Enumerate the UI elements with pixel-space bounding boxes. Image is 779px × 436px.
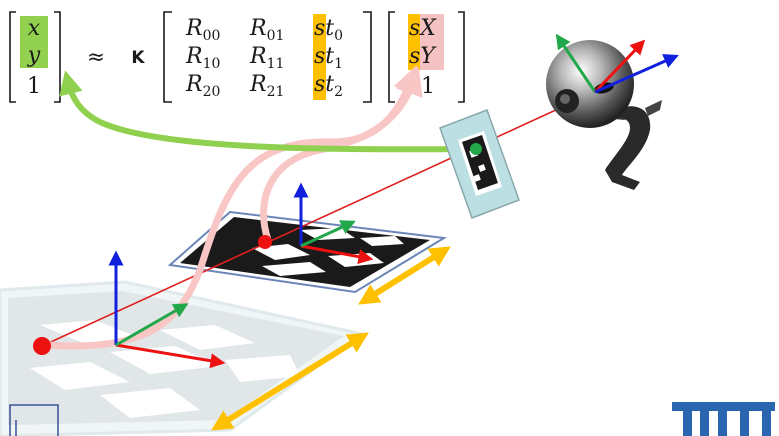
green-dot-icon — [470, 143, 482, 155]
world-sy: sY — [409, 44, 437, 69]
m20: R20 — [185, 72, 220, 100]
m12: st1 — [314, 44, 343, 72]
left-bracket — [9, 11, 16, 103]
image-x: x — [28, 16, 41, 41]
large-marker-axes — [108, 250, 226, 369]
projection-ray — [41, 91, 596, 347]
world-coords-highlight — [420, 14, 444, 70]
right-bracket — [54, 11, 61, 103]
world-right-bracket — [458, 11, 465, 103]
world-sx: sX — [409, 16, 437, 41]
m21: R21 — [249, 72, 284, 100]
scale-highlight — [408, 14, 420, 70]
world-one: 1 — [421, 74, 435, 99]
m22: st2 — [314, 72, 343, 100]
image-y: y — [27, 43, 41, 68]
red-dot-icon — [258, 235, 272, 249]
scale-arrow-small — [358, 246, 451, 305]
matrix-left-bracket — [163, 11, 172, 103]
image-one: 1 — [27, 74, 41, 99]
red-dot-icon — [33, 337, 51, 355]
camera-axes — [555, 33, 679, 94]
projection-equation: x y 1 ≈ K R00 R01 st0 R10 R11 st1 R20 R2… — [9, 11, 465, 103]
pink-arrow-small — [260, 66, 423, 242]
green-arrow — [59, 70, 477, 153]
m11: R11 — [249, 44, 284, 72]
approx-symbol: ≈ — [87, 45, 105, 70]
m02: st0 — [314, 16, 343, 44]
matrix-right-bracket — [363, 11, 372, 103]
image-plane-icon — [439, 109, 520, 219]
m10: R10 — [185, 44, 220, 72]
world-left-bracket — [388, 11, 395, 103]
intrinsics-k: K — [131, 48, 145, 68]
scale-arrow-large — [211, 332, 369, 431]
translation-column-highlight — [313, 14, 326, 100]
tum-logo — [672, 402, 775, 436]
m00: R00 — [185, 16, 220, 44]
corner-frame-icon — [9, 404, 59, 436]
m01: R01 — [249, 16, 284, 44]
small-marker-axes — [293, 182, 374, 265]
webcam-icon — [546, 40, 662, 190]
image-vector-highlight — [20, 16, 48, 68]
